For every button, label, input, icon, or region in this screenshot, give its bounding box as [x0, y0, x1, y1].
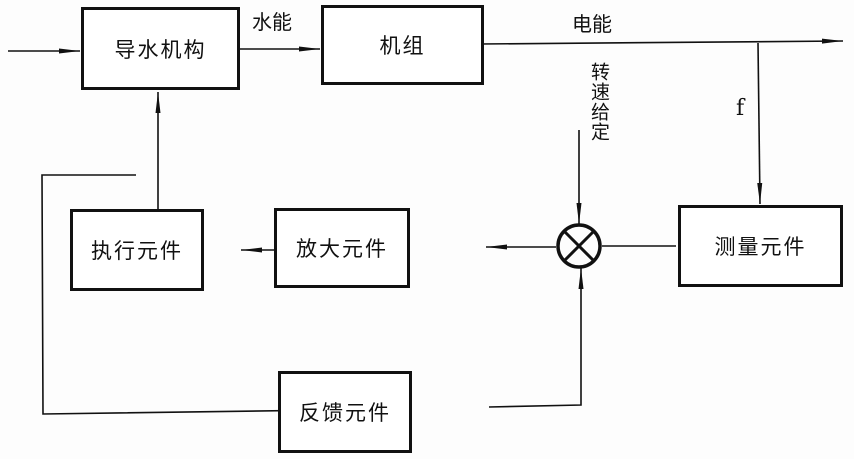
summing-junction — [556, 223, 602, 269]
electric-energy-label: 电能 — [572, 12, 612, 36]
actuator-block: 执行元件 — [70, 209, 204, 291]
water-energy-label: 水能 — [252, 10, 292, 34]
feedback-branch-line — [41, 174, 329, 415]
guide-mechanism-block: 导水机构 — [81, 7, 240, 90]
feedback-block: 反馈元件 — [278, 371, 412, 453]
frequency-arrow — [757, 42, 763, 205]
amplifier-block: 放大元件 — [274, 208, 410, 288]
electric-energy-arrow — [479, 38, 844, 45]
unit-block: 机组 — [321, 5, 484, 85]
speed-setpoint-label: 转速给定 — [588, 62, 610, 142]
feedback-to-comparator — [488, 268, 584, 408]
measurement-block: 测量元件 — [678, 205, 843, 287]
frequency-label: f — [736, 96, 745, 121]
